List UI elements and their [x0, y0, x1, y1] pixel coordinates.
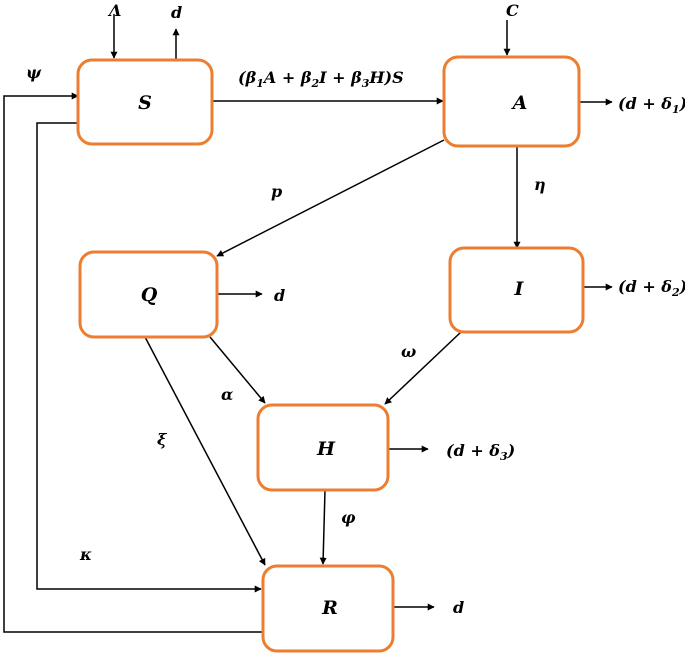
node-i-label: I: [514, 278, 525, 300]
arrow-r-to-s: [3, 92, 263, 633]
label-xi: ξ: [157, 430, 168, 449]
node-h: [256, 403, 390, 492]
node-s: [76, 58, 214, 146]
label-exit-h: (d + δ3): [446, 441, 515, 463]
label-exit-a: (d + δ1): [618, 94, 685, 116]
label-d-s: d: [171, 3, 182, 22]
node-s-label: S: [138, 92, 152, 114]
label-infection-rate: (β1A + β2I + β3H)S: [238, 68, 404, 90]
node-i: [448, 246, 585, 334]
label-omega: ω: [401, 342, 416, 361]
node-a-label: A: [511, 92, 528, 114]
label-psi: ψ: [26, 63, 42, 82]
arrow-s-to-r: [36, 122, 262, 593]
arrow-a-to-q: [216, 139, 445, 257]
node-r-label: R: [321, 597, 338, 619]
node-h-label: H: [316, 438, 336, 460]
arrow-i-to-h: [384, 331, 462, 405]
arrow-q-to-r: [144, 336, 266, 566]
label-d-r: d: [453, 598, 464, 617]
label-p: p: [271, 182, 282, 201]
arrow-h-to-r: [319, 489, 327, 565]
label-eta: η: [534, 175, 546, 194]
label-d-q: d: [274, 286, 285, 305]
label-kappa: κ: [79, 545, 92, 564]
node-r: [261, 564, 395, 653]
node-q-label: Q: [141, 284, 158, 306]
node-a: [442, 55, 581, 148]
label-lambda: Λ: [107, 1, 121, 20]
label-alpha: α: [221, 385, 233, 404]
label-c: C: [506, 1, 519, 20]
label-exit-i: (d + δ2): [618, 277, 685, 299]
node-q: [78, 250, 219, 339]
label-phi: φ: [341, 508, 356, 527]
arrow-q-to-h: [209, 336, 266, 404]
